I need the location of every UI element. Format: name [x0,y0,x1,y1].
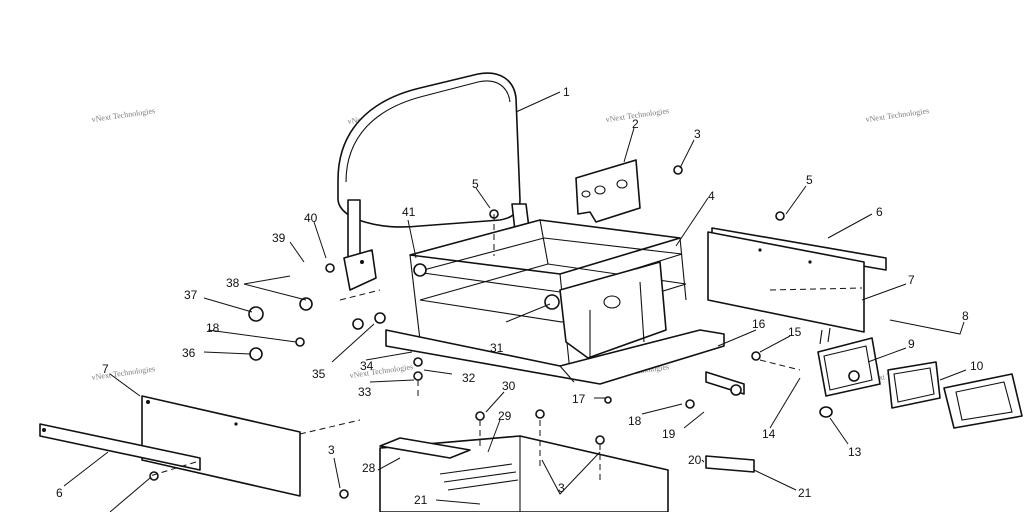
watermark: vNext Technologies [91,106,156,124]
assembly-lines [149,214,863,480]
callout-labels: 1 2 3 4 5 5 6 7 8 9 10 13 14 15 16 17 18… [56,85,984,507]
callout-37: 37 [184,288,198,302]
watermark: vNext Technologies [865,106,930,124]
right-rail-and-panel [707,227,887,333]
callout-35: 35 [312,367,326,381]
backrest-pad [337,72,531,263]
callout-16: 16 [752,317,766,331]
callout-21: 21 [798,486,812,500]
callout-19: 19 [662,427,676,441]
callout-31: 31 [490,341,504,355]
callout-8: 8 [962,309,969,323]
callout-34: 34 [360,359,374,373]
fasteners [149,165,785,499]
callout-20: 20 [688,453,702,467]
callout-3: 3 [328,443,335,457]
lower-box [379,435,669,512]
rack-frame [385,219,725,385]
callout-5: 5 [806,173,813,187]
left-rail-and-panel [39,395,301,497]
callout-28: 28 [362,461,376,475]
watermark: vNext Technologies [349,362,414,380]
callout-30: 30 [502,379,516,393]
callout-38: 38 [226,276,240,290]
callout-33: 33 [358,385,372,399]
callout-36: 36 [182,346,196,360]
tail-light-assembly [817,327,1023,429]
callout-29: 29 [498,409,512,423]
callout-21: 21 [414,493,428,507]
callout-41: 41 [402,205,416,219]
callout-6: 6 [56,486,63,500]
backrest-bracket [343,249,377,291]
callout-5: 5 [472,177,479,191]
callout-13: 13 [848,445,862,459]
callout-7: 7 [908,273,915,287]
callout-7: 7 [102,362,109,376]
callout-1: 1 [563,85,570,99]
callout-2: 2 [632,117,639,131]
callout-3: 3 [694,127,701,141]
watermark: vNext Technologies [91,364,156,382]
callout-3: 3 [558,481,565,495]
callout-18: 18 [206,321,220,335]
callout-15: 15 [788,325,802,339]
callout-39: 39 [272,231,286,245]
leader-lines [63,91,967,512]
callout-4: 4 [708,189,715,203]
mounting-plate [575,159,641,223]
callout-9: 9 [908,337,915,351]
callout-6: 6 [876,205,883,219]
callout-40: 40 [304,211,318,225]
callout-14: 14 [762,427,776,441]
callout-32: 32 [462,371,476,385]
callout-10: 10 [970,359,984,373]
callout-17: 17 [572,392,586,406]
callout-18: 18 [628,414,642,428]
